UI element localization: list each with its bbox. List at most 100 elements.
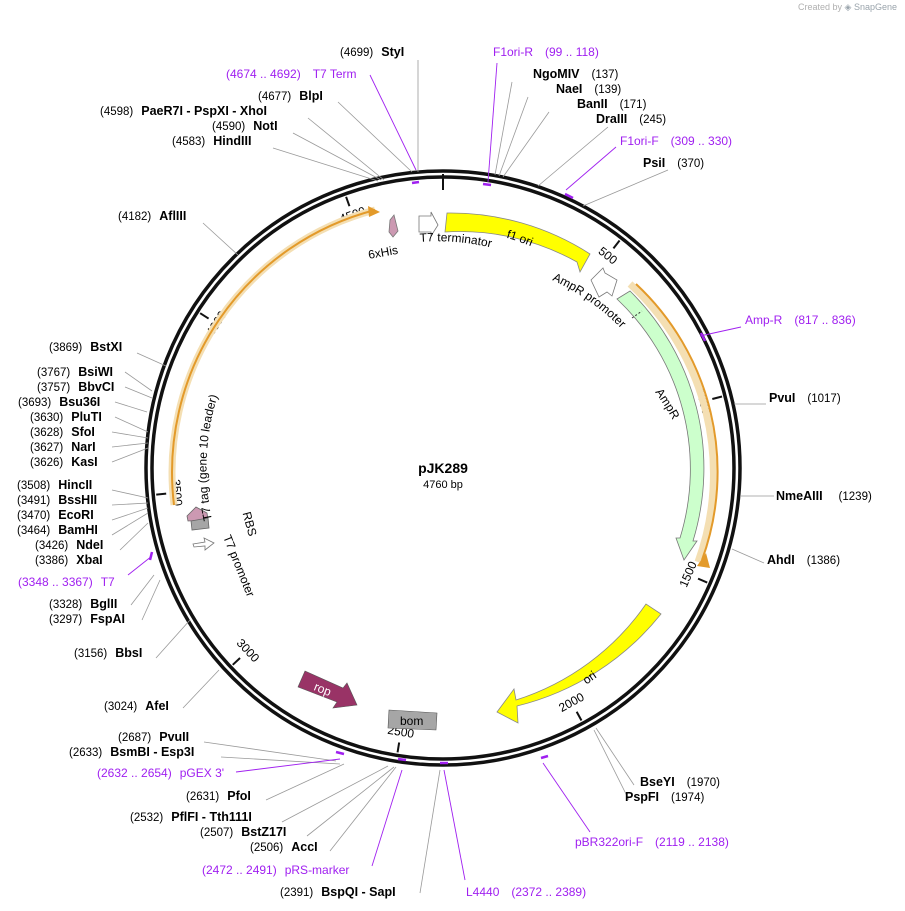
site-styi: (4699)StyI <box>340 45 404 59</box>
tick-label-1500: 1500 <box>676 559 700 589</box>
tick-label-2000: 2000 <box>556 690 586 715</box>
rop-feature <box>297 670 358 709</box>
site-ecori: (3470)EcoRI <box>17 508 94 522</box>
site-xbai: (3386)XbaI <box>35 553 103 567</box>
ampr-orf-halo <box>627 281 717 564</box>
site-ahdi: AhdI(1386) <box>767 553 840 567</box>
site-hindiii: (4583)HindIII <box>172 134 251 148</box>
primers: F1ori-R(99 .. 118) (4674 .. 4692)T7 Term… <box>18 45 856 899</box>
site-sfoi: (3628)SfoI <box>30 425 95 439</box>
t7-promoter-feature <box>192 537 215 551</box>
tick-mark-3500 <box>156 492 167 496</box>
site-bbsi: (3156)BbsI <box>74 646 142 660</box>
bom-label: bom <box>400 714 423 728</box>
primer-pgex-3: (2632 .. 2654)pGEX 3' <box>97 766 224 780</box>
site-afliii: (4182)AflIII <box>118 209 186 223</box>
site-bsu36i: (3693)Bsu36I <box>18 395 100 409</box>
tick-mark-4500 <box>345 196 351 207</box>
plasmid-length: 4760 bp <box>423 479 463 491</box>
ori-feature <box>496 603 662 724</box>
primer-amp-r: Amp-R(817 .. 836) <box>745 313 856 327</box>
primer-pbr322ori-f: pBR322ori-F(2119 .. 2138) <box>575 835 729 849</box>
primer-t7-term: (4674 .. 4692)T7 Term <box>226 67 357 81</box>
f1-ori-feature <box>444 212 591 274</box>
ampr-promoter-feature <box>590 267 618 298</box>
rop-label: rop <box>312 680 334 700</box>
t7-terminator-label: T7 terminator <box>419 230 493 250</box>
rbs-feature <box>190 517 210 531</box>
t7-terminator-feature <box>418 211 439 238</box>
t7-tag-label: T7 tag (gene 10 leader) <box>196 393 221 523</box>
ampr-feature <box>616 290 705 561</box>
site-bstz17i: (2507)BstZ17I <box>200 825 286 839</box>
site-bsiwi: (3767)BsiWI <box>37 365 113 379</box>
ampr-promoter-label: AmpR promoter <box>551 270 629 330</box>
tick-mark-1000 <box>712 395 723 400</box>
site-kasi: (3626)KasI <box>30 455 98 469</box>
site-bsshii: (3491)BssHII <box>17 493 97 507</box>
site-noti: (4590)NotI <box>212 119 278 133</box>
site-bbvci: (3757)BbvCI <box>37 380 114 394</box>
t7-tag-feature <box>186 506 209 522</box>
primer-l4440: L4440(2372 .. 2389) <box>466 885 586 899</box>
rbs-label: RBS <box>240 510 260 537</box>
site-tth111i: (2532)PflFI - Tth111I <box>130 810 252 824</box>
primer-f1ori-f: F1ori-F(309 .. 330) <box>620 134 732 148</box>
site-psii: PsiI(370) <box>643 156 704 170</box>
restriction-sites: (4699)StyI NgoMIV(137) NaeI(139) BanII(1… <box>17 45 872 899</box>
leader-lines <box>111 60 774 894</box>
site-pvui: PvuI(1017) <box>769 391 841 405</box>
site-blpi: (4677)BlpI <box>258 89 323 103</box>
tick-mark-500 <box>612 239 621 249</box>
ampr-orf-arc <box>635 283 719 561</box>
site-pluti: (3630)PluTI <box>30 410 102 424</box>
site-pspfi: PspFI(1974) <box>625 790 704 804</box>
plasmid-name: pJK289 <box>418 460 468 476</box>
site-xhoi: (4598)PaeR7I - PspXI - XhoI <box>100 104 267 118</box>
site-bamhi: (3464)BamHI <box>17 523 98 537</box>
credit-brand: SnapGene <box>853 2 897 12</box>
snapgene-logo-icon: ◈ <box>844 2 852 12</box>
site-ngomiv: NgoMIV(137) <box>533 67 619 81</box>
t7tag-orf-arrowhead <box>368 206 380 217</box>
primer-f1ori-r: F1ori-R(99 .. 118) <box>493 45 599 59</box>
backbone-outer-strand <box>144 169 742 767</box>
site-fspai: (3297)FspAI <box>49 612 125 626</box>
tick-label-500: 500 <box>596 244 621 268</box>
site-hincii: (3508)HincII <box>17 478 92 492</box>
t7-promoter-label: T7 promoter <box>220 533 257 599</box>
site-nari: (3627)NarI <box>30 440 96 454</box>
site-pfoi: (2631)PfoI <box>186 789 251 803</box>
site-naei: NaeI(139) <box>556 82 621 96</box>
site-pvuii: (2687)PvuII <box>118 730 189 744</box>
ori-label: ori <box>580 668 599 687</box>
primer-t7: (3348 .. 3367)T7 <box>18 575 115 589</box>
credit-prefix: Created by <box>797 2 842 12</box>
t7tag-orf-arc <box>171 209 376 506</box>
site-nmeaiii: NmeAIII(1239) <box>776 489 872 503</box>
site-banii: BanII(171) <box>577 97 647 111</box>
primer-leader-lines <box>127 62 742 881</box>
bom-feature <box>387 709 438 731</box>
tick-mark-4000 <box>199 312 210 320</box>
his-tag-feature <box>388 214 399 238</box>
site-bstxi: (3869)BstXI <box>49 340 122 354</box>
snapgene-credit: Created by ◈ SnapGene <box>798 2 897 13</box>
site-bseyi: BseYI(1970) <box>640 775 720 789</box>
tick-mark-3000 <box>232 657 241 666</box>
site-afei: (3024)AfeI <box>104 699 169 713</box>
primer-marks <box>148 180 707 765</box>
tick-mark-1500 <box>697 577 708 584</box>
site-bglii: (3328)BglII <box>49 597 117 611</box>
ampr-orf-arrowhead <box>697 553 710 568</box>
tick-mark-2500 <box>396 742 401 753</box>
primer-prs-marker: (2472 .. 2491)pRS-marker <box>202 863 349 877</box>
site-acci: (2506)AccI <box>250 840 318 854</box>
site-ndei: (3426)NdeI <box>35 538 103 552</box>
site-sapi: (2391)BspQI - SapI <box>280 885 396 899</box>
his-tag-label: 6xHis <box>367 243 399 262</box>
site-draiii: DraIII(245) <box>596 112 666 126</box>
site-bsmbi: (2633)BsmBI - Esp3I <box>69 745 194 759</box>
tick-mark-2000 <box>575 711 583 722</box>
